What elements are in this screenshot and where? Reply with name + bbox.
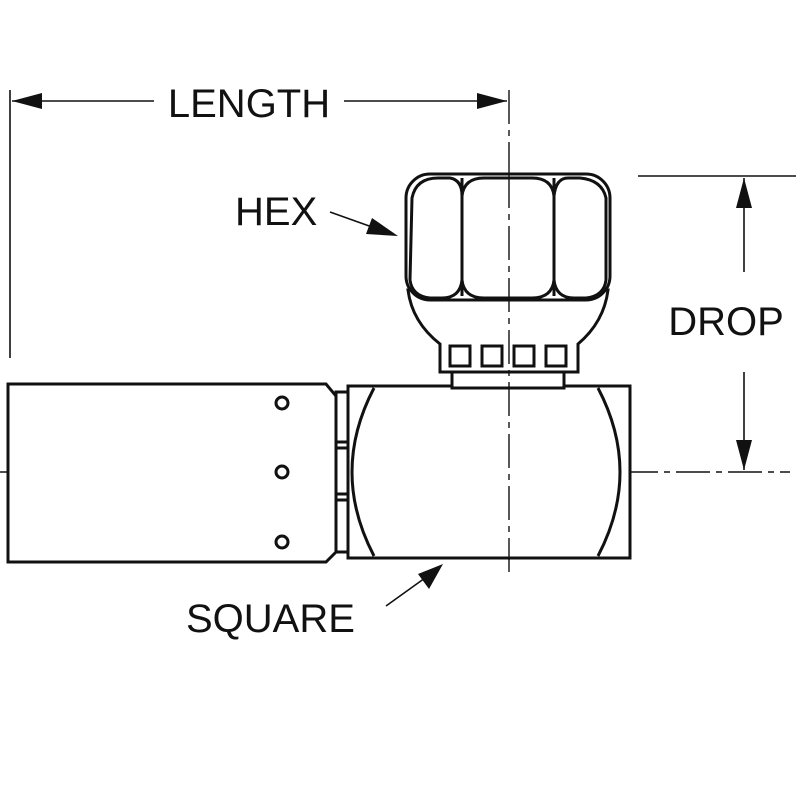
square-block [346,384,632,560]
skirt-square-1 [448,344,472,368]
hex-neck [450,370,566,390]
square-block-right-arc [596,387,622,557]
drop-arrow-top [736,178,752,208]
hex-nut-body [404,172,612,302]
length-arrow-right [477,93,507,109]
tube-hole-top [274,395,290,411]
drop-arrow-bottom [736,440,752,470]
collar-bottom [334,498,350,554]
skirt-square-3 [512,344,536,368]
hex-leader-arrow [366,218,398,236]
drop-label: DROP [668,300,784,344]
square-leader-arrow [418,564,443,589]
collar-middle [334,446,350,496]
square-block-left-arc [350,387,376,557]
length-arrow-left [12,93,42,109]
length-label: LENGTH [168,82,330,126]
skirt-square-4 [544,344,568,368]
hex-nut-skirt [406,288,610,374]
hex-label: HEX [235,190,317,234]
hex-flat-right [552,176,608,300]
tube-hole-middle [274,464,290,480]
hex-leader-line [329,211,373,228]
square-label: SQUARE [186,597,355,641]
tube-hole-bottom [274,534,290,550]
skirt-square-2 [480,344,504,368]
square-leader-line [385,577,426,607]
collar-top [334,390,350,444]
